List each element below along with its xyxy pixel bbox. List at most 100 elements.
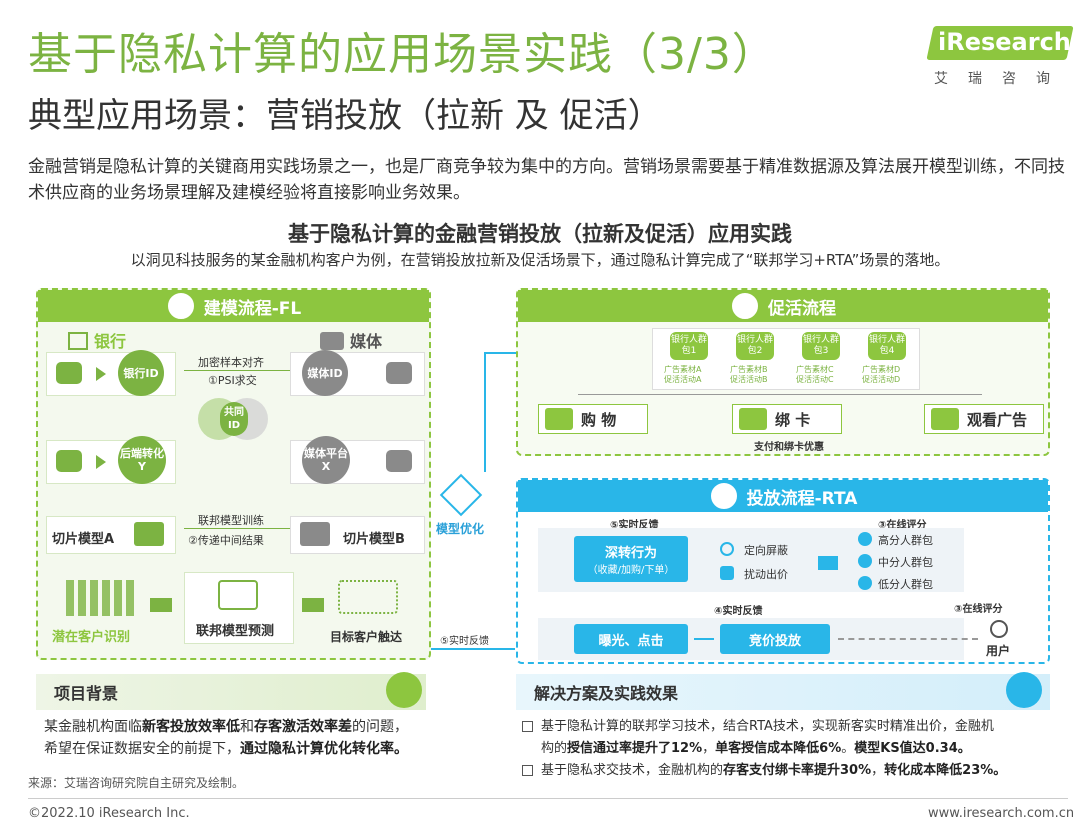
target-label: 目标客户触达	[330, 630, 403, 644]
bank-label: 银行	[68, 328, 126, 352]
card-box: 绑 卡	[732, 404, 842, 434]
database-icon	[56, 362, 82, 384]
block-icon	[720, 542, 734, 556]
feedback-line	[431, 648, 515, 650]
solution-text: 基于隐私计算的联邦学习技术，结合RTA技术，实现新客实时精准出价，金融机 构的授…	[522, 716, 1052, 782]
bg-p1a: 某金融机构面临	[44, 719, 142, 735]
bank-text: 银行	[94, 332, 127, 351]
rta-panel: 投放流程-RTA ⑤实时反馈 ③在线评分 深转行为 （收藏/加购/下单） 定向屏…	[516, 478, 1050, 664]
solution-title-bar: 解决方案及实践效果	[516, 674, 1050, 710]
potential-label: 潜在客户识别	[52, 630, 131, 645]
intro-paragraph: 金融营销是隐私计算的关键商用实践场景之一，也是厂商竞争较为集中的方向。营销场景需…	[28, 157, 1065, 203]
database-icon	[386, 450, 412, 472]
media-text: 媒体	[350, 332, 383, 351]
sol-l2a: 基于隐私求交技术，金融机构的	[541, 763, 724, 778]
sol-l1a: 基于隐私计算的联邦学习技术，结合RTA技术，实现新客实时精准出价，金融机	[541, 719, 994, 734]
group-3: 银行人群包3	[802, 332, 840, 360]
train-arrow	[184, 528, 294, 529]
disturb-icon	[720, 566, 734, 580]
promo-header: 促活流程	[518, 290, 1048, 322]
shop-box: 购 物	[538, 404, 648, 434]
sol-l1e: 单客授信成本降低6%	[715, 741, 842, 756]
thumb-icon	[858, 554, 872, 568]
tree-line	[578, 394, 982, 395]
thumb-down-icon	[858, 576, 872, 590]
bg-p2a: 希望在保证数据安全的前提下，	[44, 741, 240, 757]
logo-text: iResearch	[938, 28, 1071, 56]
group-3-m1: 广告素材C	[796, 365, 834, 374]
deep-1: 深转行为	[604, 546, 657, 561]
source-note: 来源：艾瑞咨询研究院自主研究及绘制。	[28, 776, 245, 790]
model-icon	[300, 522, 330, 546]
deep-behavior-box: 深转行为 （收藏/加购/下单）	[574, 536, 688, 582]
footer-copyright: ©2022.10 iResearch Inc.	[28, 806, 190, 821]
group-1: 银行人群包1	[670, 332, 708, 360]
bg-p1c: 和	[240, 719, 254, 735]
bg-p1b: 新客投放效率低	[142, 719, 240, 735]
sol-l1g: 模型KS值达0.34。	[854, 741, 971, 756]
checkbox-icon	[522, 721, 533, 732]
train-label-1: 联邦模型训练	[198, 514, 264, 527]
shop-text: 购 物	[581, 410, 617, 429]
sol-l2d: 转化成本降低23%。	[884, 763, 1007, 778]
fl-feedback-label: ⑤实时反馈	[440, 636, 489, 647]
media-platform-node: 媒体平台X	[302, 436, 350, 484]
diagram-subtitle: 以洞见科技服务的某金融机构客户为例，在营销投放拉新及促活场景下，通过隐私计算完成…	[130, 251, 950, 269]
person-icon	[730, 291, 760, 321]
globe-icon	[386, 672, 422, 708]
exposure-box: 曝光、点击	[574, 624, 688, 654]
target-people-icon	[338, 580, 398, 614]
group-4-m1: 广告素材D	[862, 365, 901, 374]
user-label: 用户	[986, 644, 1011, 658]
bg-p1e: 的问题，	[352, 719, 408, 735]
arrow-right-icon	[150, 598, 172, 612]
card-icon	[739, 408, 767, 430]
arrow-left-icon	[818, 556, 838, 570]
fl-header: 建模流程-FL	[38, 290, 429, 322]
rta-feedback-label: ⑤实时反馈	[610, 520, 659, 531]
chart-icon	[165, 291, 196, 321]
solution-title: 解决方案及实践效果	[534, 684, 679, 703]
slice-b-label: 切片模型B	[343, 532, 405, 547]
model-opt-label: 模型优化	[436, 522, 485, 536]
ads-box: 观看广告	[924, 404, 1044, 434]
card-text: 绑 卡	[775, 410, 811, 429]
rta-eval-label: ③在线评分	[878, 520, 927, 531]
footer-divider	[28, 798, 1068, 799]
background-title: 项目背景	[54, 684, 119, 703]
background-title-bar: 项目背景	[36, 674, 426, 710]
common-id-venn: 共同ID	[198, 398, 268, 440]
bank-back-node: 后端转化Y	[118, 436, 166, 484]
arrow-right-icon	[302, 598, 324, 612]
network-icon	[218, 580, 258, 610]
user-icon	[990, 620, 1008, 638]
sol-l2b: 存客支付绑卡率提升30%	[723, 763, 872, 778]
rta-header-text: 投放流程-RTA	[746, 488, 858, 509]
arrow-right-icon	[96, 455, 106, 469]
bg-p2b: 通过隐私计算优化转化率。	[240, 741, 408, 757]
people-icon	[66, 580, 136, 616]
thumb-up-icon	[858, 532, 872, 546]
group-3-m2: 促活活动C	[796, 375, 834, 384]
model-icon	[134, 522, 164, 546]
predict-label: 联邦模型预测	[196, 624, 275, 639]
group-2: 银行人群包2	[736, 332, 774, 360]
slice-a-label: 切片模型A	[52, 532, 115, 547]
psi-label-2: ①PSI求交	[208, 374, 257, 387]
disturb-label: 扰动出价	[744, 568, 788, 581]
ad-icon	[931, 408, 959, 430]
high-label: 高分人群包	[878, 534, 933, 547]
deep-2: （收藏/加购/下单）	[587, 565, 675, 576]
database-icon	[56, 450, 82, 472]
group-2-m2: 促活活动B	[730, 375, 768, 384]
logo-subtext: 艾瑞咨询	[934, 71, 1070, 87]
arrow-line	[694, 638, 714, 640]
bidding-box: 竞价投放	[720, 624, 830, 654]
fl-panel: 建模流程-FL 银行 媒体 银行ID 加密样本对齐 ①PSI求交 媒体ID 共同…	[36, 288, 431, 660]
diagram-title: 基于隐私计算的金融营销投放（拉新及促活）应用实践	[288, 222, 792, 246]
rta-header: 投放流程-RTA	[518, 480, 1048, 512]
dashed-arrow	[838, 638, 978, 640]
bid-step-label: ④实时反馈	[714, 606, 763, 617]
page-title: 基于隐私计算的应用场景实践（3/3）	[28, 29, 777, 80]
mid-label: 中分人群包	[878, 556, 933, 569]
